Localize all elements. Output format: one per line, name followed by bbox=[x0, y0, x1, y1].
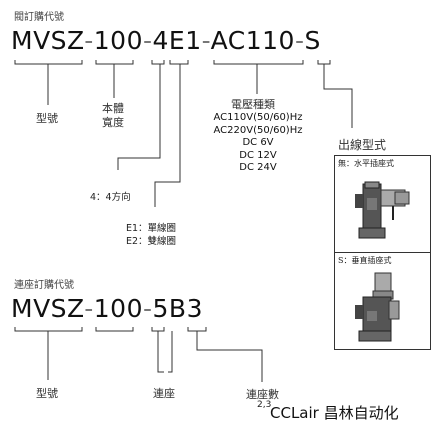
top-section-title: 閥訂購代號 bbox=[14, 12, 64, 23]
code-dash: - bbox=[142, 294, 153, 323]
code-voltage: AC110 bbox=[210, 26, 295, 55]
bottom-section-title: 連座訂購代號 bbox=[14, 280, 74, 291]
voltage-option: DC 12V bbox=[239, 149, 277, 161]
code-station-count: B3 bbox=[168, 294, 203, 323]
voltage-option: DC 24V bbox=[239, 162, 277, 173]
outlet-box-vertical: S：垂直插座式 bbox=[334, 252, 431, 350]
voltage-option: DC 6V bbox=[242, 137, 274, 148]
code-body-width: 100 bbox=[93, 294, 143, 323]
bottom-count-values: 2,3 bbox=[257, 400, 272, 410]
code-outlet: S bbox=[304, 26, 321, 55]
label-voltage-title: 電壓種類 bbox=[231, 98, 275, 111]
bottom-label-count: 連座數 bbox=[246, 388, 279, 401]
bottom-label-manifold: 連座 bbox=[153, 387, 175, 400]
label-body-width-line2: 寬度 bbox=[102, 116, 124, 129]
valve-vertical-image bbox=[349, 271, 415, 345]
bottom-order-code: MVSZ-100-5B3 bbox=[11, 294, 203, 323]
label-outlet-type: 出線型式 bbox=[338, 138, 387, 152]
label-body-width-line1: 本體 bbox=[102, 102, 124, 115]
coil-option: E2：雙線圈 bbox=[126, 236, 177, 247]
label-body-width: 本體 寬度 bbox=[102, 102, 124, 130]
outlet-horizontal-label: 無：水平插座式 bbox=[338, 159, 394, 168]
code-direction: 4 bbox=[152, 26, 169, 55]
voltage-option: AC110V(50/60)Hz bbox=[213, 112, 303, 123]
label-direction: 4：4方向 bbox=[90, 192, 131, 203]
coil-option: E1：單線圈 bbox=[126, 223, 177, 234]
top-order-code: MVSZ-100-4E1-AC110-S bbox=[11, 26, 321, 55]
code-dash: - bbox=[294, 26, 305, 55]
bottom-label-model: 型號 bbox=[36, 387, 58, 400]
valve-horizontal-image bbox=[349, 176, 415, 244]
code-dash: - bbox=[84, 26, 94, 55]
code-body-width: 100 bbox=[93, 26, 143, 55]
watermark: CCLair 昌林自动化 bbox=[270, 404, 399, 422]
code-dash: - bbox=[142, 26, 153, 55]
code-manifold: 5 bbox=[152, 294, 169, 323]
label-model: 型號 bbox=[36, 112, 58, 125]
coil-options: E1：單線圈 E2：雙線圈 bbox=[126, 222, 176, 248]
outlet-vertical-label: S：垂直插座式 bbox=[338, 256, 392, 265]
code-dash: - bbox=[201, 26, 211, 55]
code-coil: E1 bbox=[168, 26, 202, 55]
code-model: MVSZ bbox=[11, 26, 85, 55]
code-model: MVSZ bbox=[11, 294, 85, 323]
voltage-options: AC110V(50/60)Hz AC220V(50/60)Hz DC 6V DC… bbox=[201, 112, 315, 175]
outlet-box-horizontal: 無：水平插座式 bbox=[334, 155, 431, 253]
voltage-option: AC220V(50/60)Hz bbox=[213, 124, 303, 136]
code-dash: - bbox=[84, 294, 94, 323]
